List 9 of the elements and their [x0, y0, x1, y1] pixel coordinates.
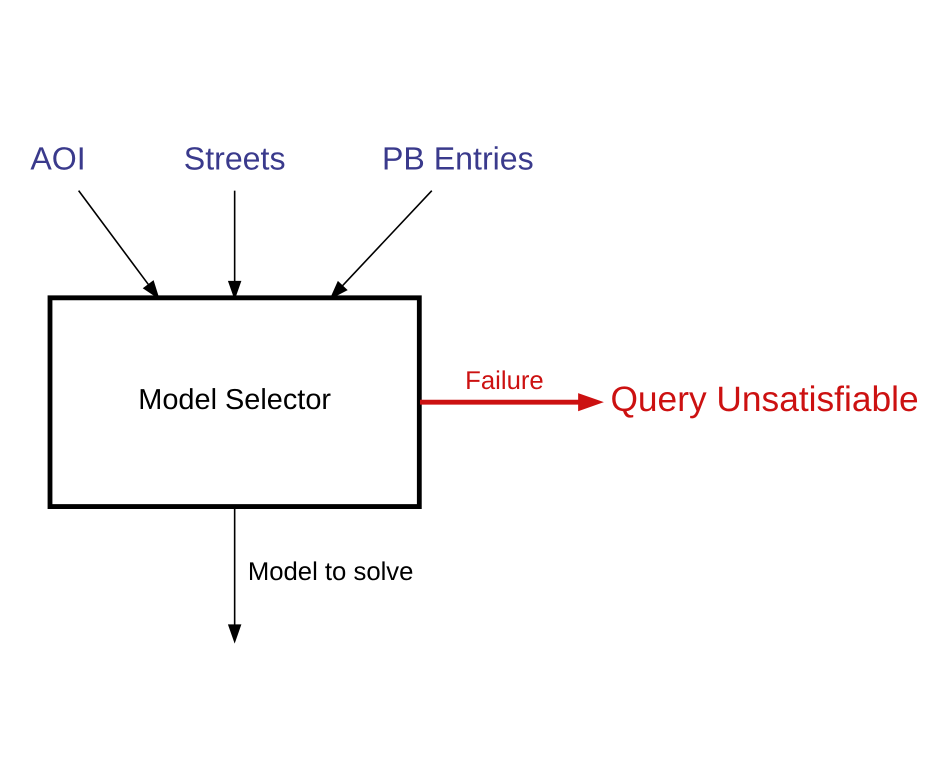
node-text: PB Entries: [382, 140, 534, 176]
node-text: Streets: [184, 140, 286, 176]
edge-label: Model to solve: [248, 558, 414, 586]
node-text: AOI: [30, 140, 86, 176]
arrow: [420, 392, 604, 411]
node-text: Query Unsatisfiable: [610, 380, 919, 419]
node-box: Model Selector: [48, 294, 422, 508]
edge-label: Failure: [465, 366, 544, 395]
arrow: [228, 506, 242, 644]
